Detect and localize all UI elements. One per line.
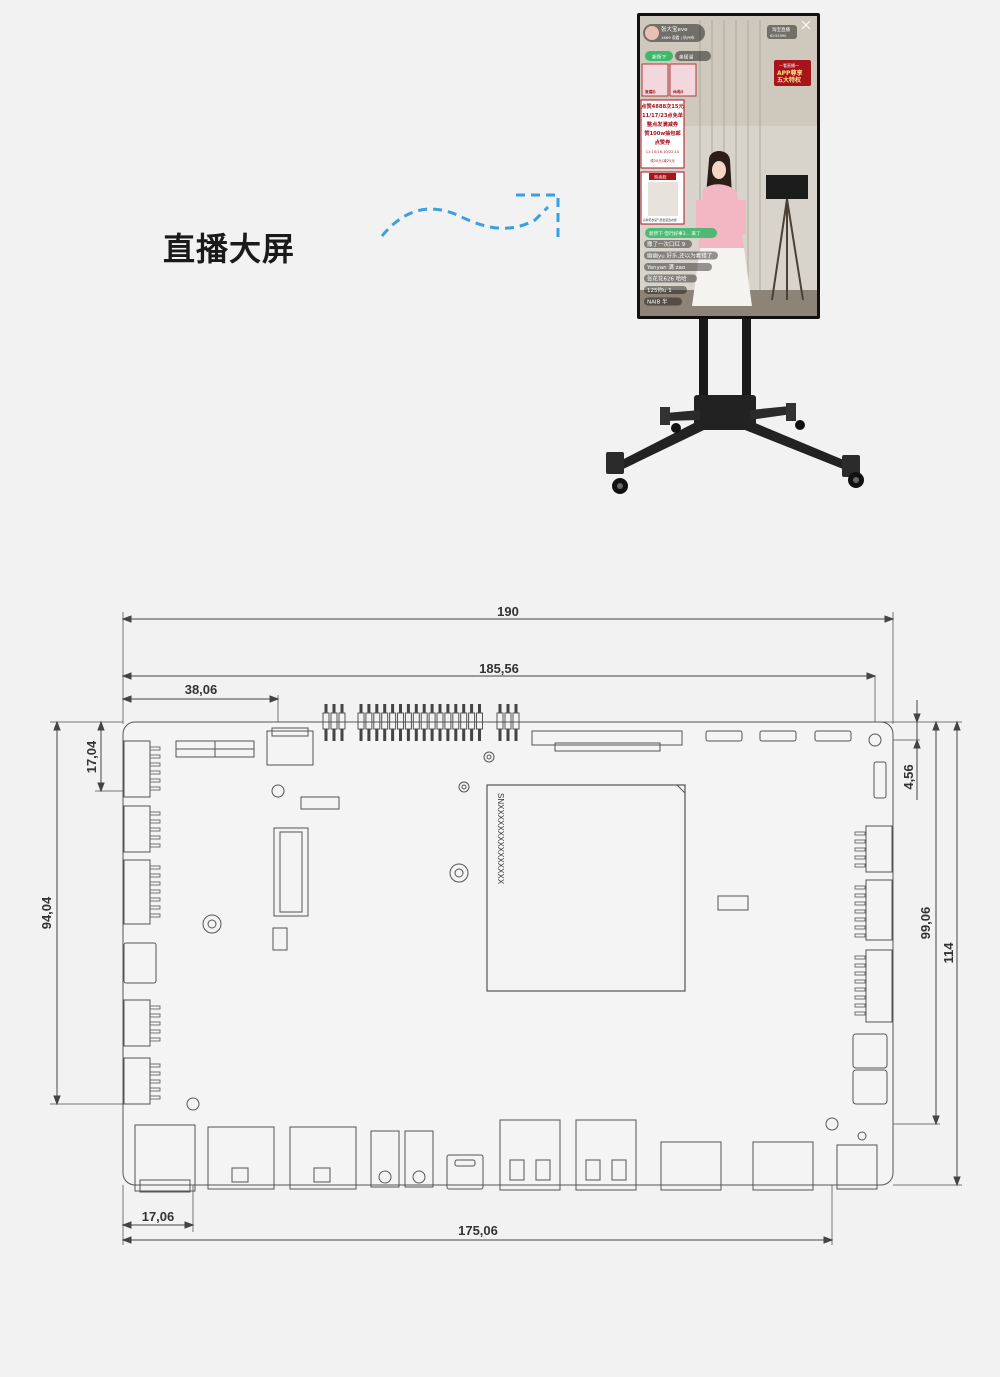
dim-right-top-offset: 4,56 bbox=[901, 764, 916, 789]
live-stream-screen: 张大宝eve 1669 观看 | 杭州市 淘宝直播 ID:55390 新所下 亲… bbox=[637, 13, 820, 319]
soc-chip: SNXXXXXXXXXXXXXXX bbox=[486, 784, 686, 992]
comment-banner: 新所下 但行好事3... 来了 bbox=[649, 230, 701, 237]
promo-line: 整点发满减券 bbox=[647, 120, 679, 128]
promo-line: 11/17/23点免单 bbox=[642, 111, 684, 119]
dim-bottom-span: 175,06 bbox=[458, 1223, 498, 1238]
promo-line: 领20元/减25元 bbox=[650, 158, 675, 163]
decorative-dashed-curve bbox=[380, 193, 560, 240]
chat-message: 125你u 1 bbox=[647, 286, 672, 294]
promo-right-line-1: —看直播— bbox=[779, 62, 799, 68]
top-connectors bbox=[175, 727, 887, 951]
follow-sub: ID:55390 bbox=[770, 34, 787, 38]
promo-line: 赞100w抽包邮 bbox=[643, 129, 681, 137]
presenter-figure bbox=[692, 151, 752, 306]
promo-right-line-3: 五大特权 bbox=[777, 76, 802, 84]
chat-message: 幽幽yu 好乐,还以为着错了 bbox=[647, 252, 712, 260]
tag-recommend: 亲居溜 bbox=[679, 54, 694, 61]
dim-bottom-left-offset: 17,06 bbox=[142, 1209, 175, 1224]
product-card-2[interactable] bbox=[669, 63, 697, 97]
promo-panel bbox=[640, 99, 685, 169]
chat-message: NAIB 半 bbox=[647, 298, 668, 306]
hot-item-caption: 高端毛衣装气质套装连衣裙 bbox=[643, 218, 677, 222]
dim-top-offset: 17,04 bbox=[84, 740, 99, 773]
host-subtitle: 1669 观看 | 杭州市 bbox=[661, 35, 695, 40]
product-card-1[interactable] bbox=[641, 63, 669, 97]
host-avatar bbox=[645, 26, 659, 40]
right-connectors bbox=[852, 825, 893, 1105]
promo-line: 点赞4888次15元 bbox=[641, 102, 684, 110]
chat-message: 撒了一次口红 9 bbox=[647, 240, 686, 248]
product-2-label: 休闲片 bbox=[672, 89, 684, 94]
pin-headers bbox=[322, 704, 520, 741]
promo-right-line-2: APP尊享 bbox=[777, 69, 802, 77]
dim-overall-width: 190 bbox=[497, 604, 519, 619]
follow-label: 淘宝直播 bbox=[772, 26, 790, 33]
chat-message: Yanyan 满 zao bbox=[646, 263, 686, 271]
hot-item-label: 热卖款 bbox=[654, 174, 667, 181]
promo-line: 点赞券 bbox=[655, 138, 671, 146]
dim-hole-span-width: 185,56 bbox=[479, 661, 519, 676]
page-title: 直播大屏 bbox=[163, 230, 296, 268]
dim-overall-height: 114 bbox=[941, 942, 956, 964]
product-1-label: 复摆衫 bbox=[644, 89, 656, 94]
dim-left-height: 94,04 bbox=[39, 896, 54, 929]
dim-right-height: 99,06 bbox=[918, 907, 933, 940]
promo-line: 11:10/16:10/22:10 bbox=[646, 150, 680, 154]
close-icon[interactable] bbox=[801, 20, 811, 30]
chat-message: 张花花626 哈哈 bbox=[647, 275, 687, 283]
host-name: 张大宝eve bbox=[661, 25, 688, 33]
tag-new: 新所下 bbox=[652, 54, 667, 61]
bottom-io-connectors bbox=[134, 1119, 878, 1193]
display-stand bbox=[606, 318, 864, 494]
dim-left-offset: 38,06 bbox=[185, 682, 218, 697]
app-promo-badge[interactable] bbox=[774, 60, 811, 86]
chip-marking: SNXXXXXXXXXXXXXXX bbox=[496, 793, 505, 885]
